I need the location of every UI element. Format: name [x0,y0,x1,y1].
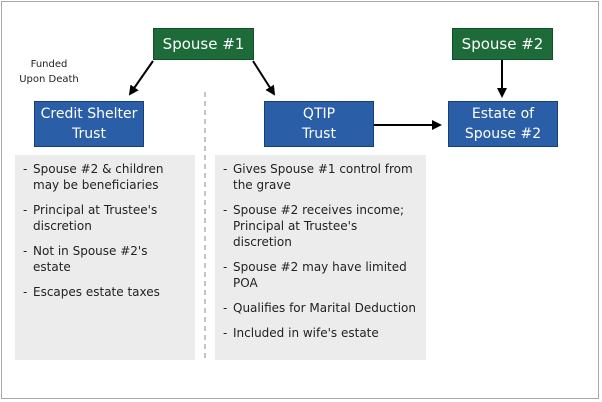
node-spouse-1: Spouse #1 [153,28,254,60]
node-estate-of-spouse-2-label: Estate of Spouse #2 [464,106,542,142]
qtip-details-panel: Gives Spouse #1 control from the grave S… [215,155,426,360]
list-item: Spouse #2 & children may be beneficiarie… [23,161,187,193]
node-credit-shelter-trust-label: Credit Shelter Trust [40,106,138,142]
list-item: Included in wife's estate [223,325,418,341]
list-item: Not in Spouse #2's estate [23,243,187,275]
list-item: Qualifies for Marital Deduction [223,300,418,316]
arrow-spouse1-to-qtip [252,60,276,96]
node-credit-shelter-trust: Credit Shelter Trust [34,101,144,147]
arrow-spouse1-to-credit-shelter [128,60,154,96]
node-spouse-2: Spouse #2 [452,28,553,60]
list-item: Spouse #2 receives income; Principal at … [223,202,418,250]
node-qtip-trust: QTIP Trust [264,101,374,147]
list-item: Principal at Trustee's discretion [23,202,187,234]
qtip-details-list: Gives Spouse #1 control from the grave S… [223,161,418,341]
node-spouse-2-label: Spouse #2 [461,35,544,53]
credit-shelter-details-list: Spouse #2 & children may be beneficiarie… [23,161,187,300]
list-item: Spouse #2 may have limited POA [223,259,418,291]
credit-shelter-details-panel: Spouse #2 & children may be beneficiarie… [15,155,195,360]
funded-upon-death-note: Funded Upon Death [19,59,79,85]
node-estate-of-spouse-2: Estate of Spouse #2 [448,101,558,147]
list-item: Gives Spouse #1 control from the grave [223,161,418,193]
node-spouse-1-label: Spouse #1 [162,35,245,53]
node-qtip-trust-label: QTIP Trust [302,106,336,142]
list-item: Escapes estate taxes [23,284,187,300]
